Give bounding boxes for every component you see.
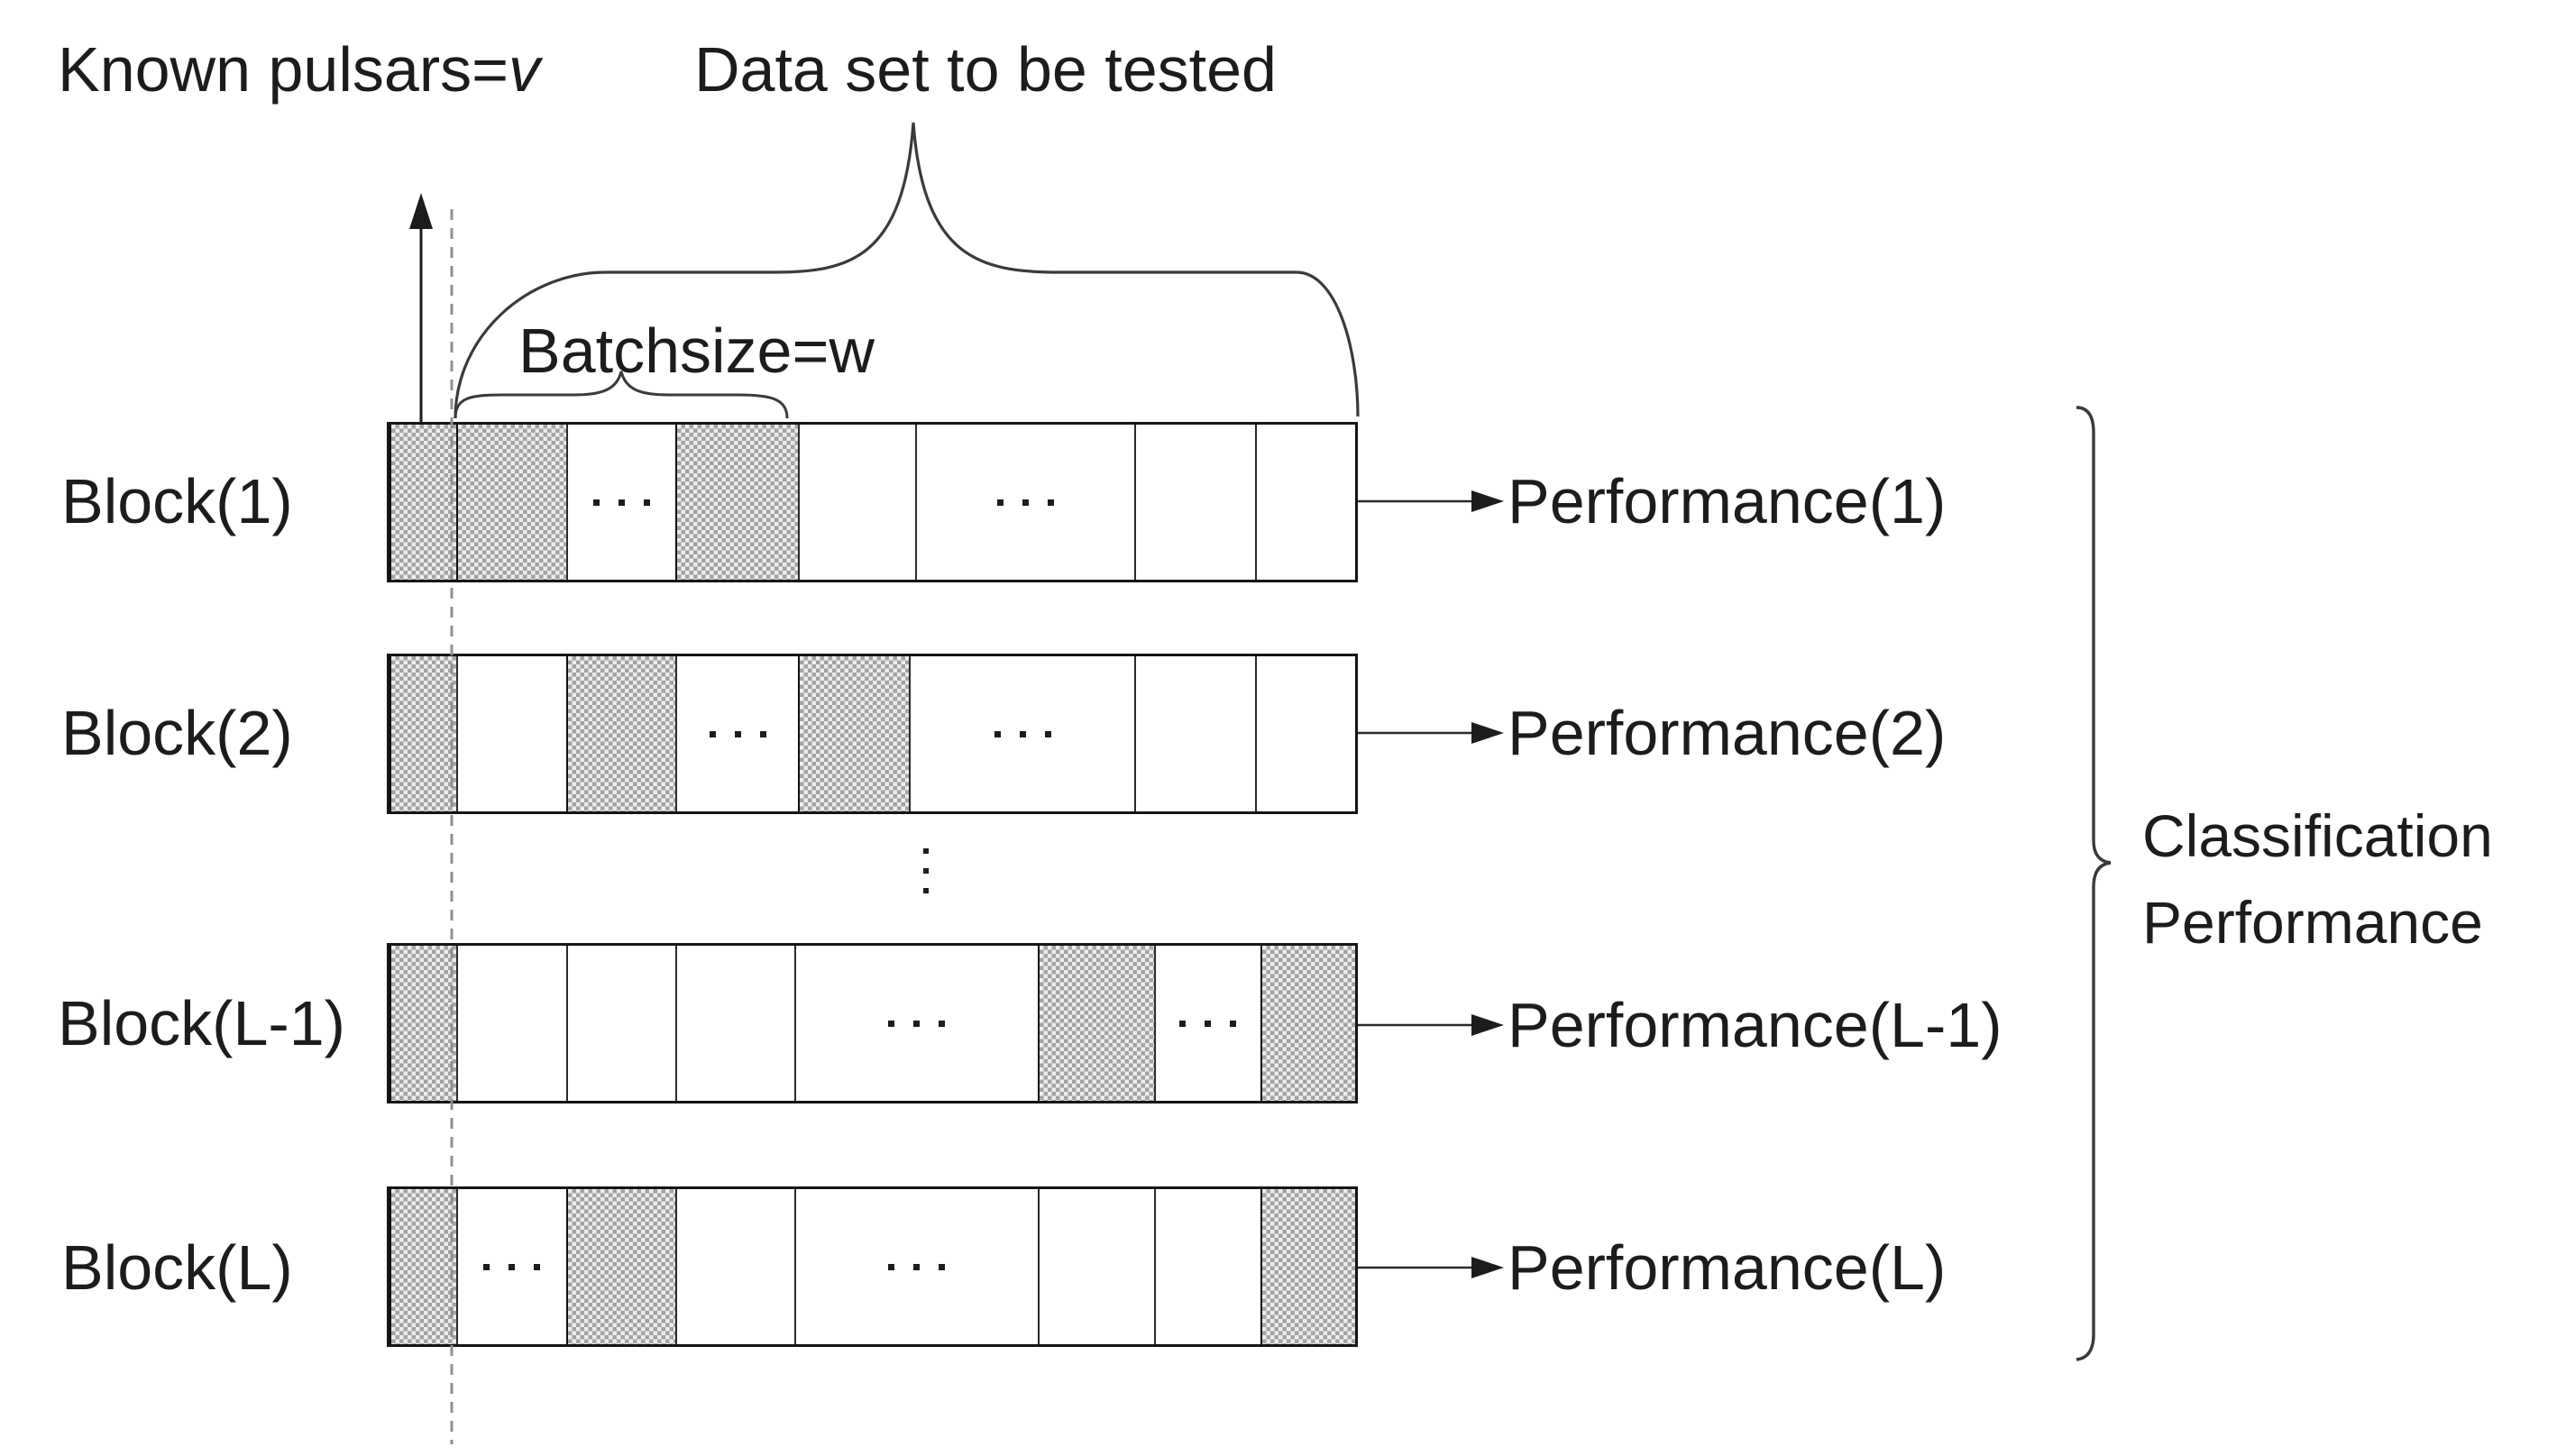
block-label-4: Block(L)	[61, 1232, 293, 1303]
performance-arrow-heads	[1471, 490, 1504, 1278]
candidate-cell	[455, 1189, 566, 1344]
candidate-cell	[675, 656, 798, 811]
block-label-3: Block(L-1)	[58, 988, 345, 1058]
candidate-cell	[675, 946, 793, 1101]
ellipsis-dots	[1179, 1020, 1237, 1027]
dot	[1179, 1020, 1187, 1027]
dot	[1022, 499, 1030, 506]
dot	[1048, 499, 1055, 506]
pulsar-cell	[390, 1189, 456, 1344]
pulsar-cell	[565, 1189, 676, 1344]
pulsar-cell	[390, 425, 456, 580]
dot	[1230, 1020, 1237, 1027]
dot	[483, 1263, 490, 1270]
dot	[888, 1020, 895, 1027]
block-label-1: Block(1)	[61, 466, 293, 536]
candidate-cell	[1037, 1189, 1154, 1344]
dot	[759, 730, 766, 737]
dot	[994, 730, 1001, 737]
dataset-label: Data set to be tested	[694, 34, 1277, 105]
pulsar-cell	[1260, 1189, 1355, 1344]
candidate-cell	[793, 1189, 1038, 1344]
pulsar-cell	[1037, 946, 1155, 1101]
candidate-cell	[1154, 1189, 1260, 1344]
arrow-head-icon	[1471, 490, 1504, 512]
dot	[1044, 730, 1051, 737]
ellipsis-dots	[888, 1020, 946, 1027]
ellipsis-dots	[997, 499, 1055, 506]
pulsar-cell	[390, 656, 456, 811]
classification-brace	[2076, 406, 2112, 1361]
arrow-head-icon	[1471, 1014, 1504, 1036]
dot	[923, 888, 929, 893]
dot	[913, 1020, 921, 1027]
batchsize-label: Batchsize=w	[518, 316, 875, 386]
vertical-ellipsis	[923, 848, 929, 893]
dot	[734, 730, 741, 737]
classification-line1: Classification	[2142, 802, 2493, 869]
classification-line2: Performance	[2142, 888, 2483, 956]
up-arrow-head-icon	[409, 193, 433, 229]
candidate-cell	[1254, 656, 1355, 811]
candidate-cell	[455, 946, 566, 1101]
candidate-cell	[565, 946, 675, 1101]
candidate-cell	[1154, 946, 1260, 1101]
candidate-cell	[908, 656, 1135, 811]
classification-performance-label: Classification Performance	[2142, 793, 2493, 966]
performance-label-4: Performance(L)	[1508, 1232, 1947, 1303]
performance-label-1: Performance(1)	[1508, 466, 1947, 536]
performance-label-2: Performance(2)	[1508, 698, 1947, 768]
candidate-cell	[565, 425, 675, 580]
pulsar-cell	[455, 425, 566, 580]
pulsar-cell	[798, 656, 909, 811]
ellipsis-dots	[888, 1263, 946, 1270]
dot	[534, 1263, 541, 1270]
dot	[913, 1263, 921, 1270]
pulsar-cell	[390, 946, 456, 1101]
ellipsis-dots	[483, 1263, 541, 1270]
pulsar-cell	[565, 656, 676, 811]
candidate-cell	[1134, 656, 1254, 811]
performance-label-3: Performance(L-1)	[1508, 990, 2003, 1060]
performance-arrows	[1358, 499, 1475, 1269]
dot	[923, 868, 929, 874]
block-row-2	[387, 654, 1358, 814]
dot	[644, 499, 651, 506]
candidate-cell	[1134, 425, 1254, 580]
dot	[939, 1263, 946, 1270]
known-pulsars-variable: v	[509, 34, 541, 105]
candidate-cell	[798, 425, 914, 580]
candidate-cell	[455, 656, 566, 811]
known-pulsars-label: Known pulsars=v	[58, 36, 540, 103]
block-row-1	[387, 422, 1358, 582]
dot	[709, 730, 716, 737]
dot	[509, 1263, 516, 1270]
candidate-cell	[914, 425, 1135, 580]
pulsar-cell	[675, 425, 799, 580]
dot	[619, 499, 626, 506]
ellipsis-dots	[709, 730, 766, 737]
dot	[997, 499, 1004, 506]
block-row-3	[387, 943, 1358, 1103]
dot	[939, 1020, 946, 1027]
candidate-cell	[675, 1189, 793, 1344]
arrow-head-icon	[1471, 1257, 1504, 1278]
dot	[1019, 730, 1026, 737]
pulsar-cell	[1260, 946, 1355, 1101]
dot	[593, 499, 600, 506]
ellipsis-dots	[994, 730, 1051, 737]
dot	[888, 1263, 895, 1270]
known-pulsars-text: Known pulsars=	[58, 34, 509, 105]
block-label-2: Block(2)	[61, 698, 293, 768]
dot	[1205, 1020, 1212, 1027]
ellipsis-dots	[593, 499, 651, 506]
block-row-4	[387, 1186, 1358, 1347]
dot	[923, 848, 929, 854]
candidate-cell	[793, 946, 1038, 1101]
candidate-cell	[1254, 425, 1355, 580]
arrow-head-icon	[1471, 722, 1504, 744]
